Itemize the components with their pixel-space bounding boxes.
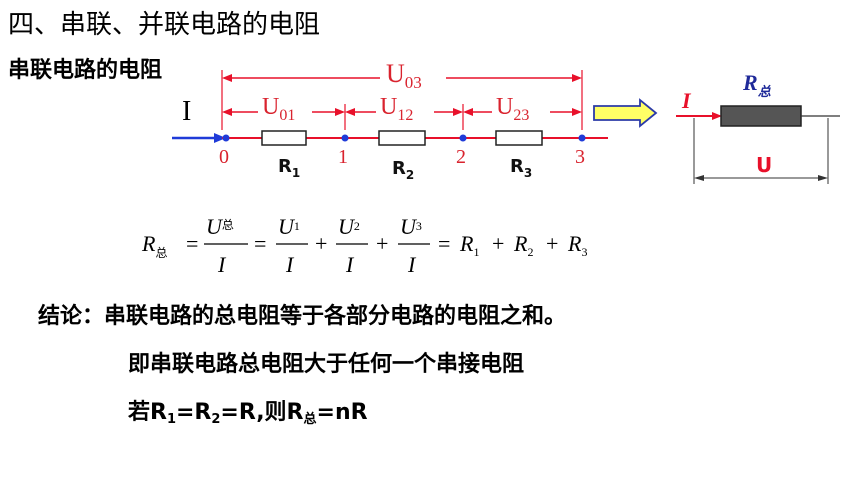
equivalent-voltage-label: U xyxy=(756,153,772,177)
line3-sub2: 2 xyxy=(211,412,221,427)
equivalent-current-arrowhead xyxy=(712,112,722,120)
resistor-1 xyxy=(261,130,307,146)
node-label-1: 1 xyxy=(338,146,348,168)
sum-r2: R2 xyxy=(513,231,533,259)
node-label-2: 2 xyxy=(456,146,466,168)
line3-suffix: =nR xyxy=(316,400,368,425)
frac3-num: U2 xyxy=(338,214,360,239)
conclusion-line-3: 若R1=R2=R,则R总=nR xyxy=(128,394,368,427)
formula-equals-3: = xyxy=(438,231,450,256)
frac2-den: I xyxy=(285,252,295,277)
node-3 xyxy=(578,134,586,142)
formula-lhs: R总 xyxy=(141,231,167,260)
conclusion-line-1: 结论：串联电路的总电阻等于各部分电路的电阻之和。 xyxy=(38,304,567,329)
formula-equals-1: = xyxy=(186,231,198,256)
u01-label: U01 xyxy=(262,94,295,124)
formula-plus-3: + xyxy=(492,231,504,256)
resistor-3 xyxy=(495,130,543,146)
formula-plus-4: + xyxy=(546,231,558,256)
frac4-den: I xyxy=(407,252,417,277)
conclusion-line-2: 即串联电路总电阻大于任何一个串接电阻 xyxy=(128,352,525,377)
equivalence-arrow xyxy=(593,98,658,128)
resistor-2 xyxy=(378,130,426,146)
node-1 xyxy=(341,134,349,142)
formula-plus-1: + xyxy=(315,231,327,256)
line3-prefix: 若R xyxy=(128,400,167,425)
node-2 xyxy=(459,134,467,142)
line3-sub1: 1 xyxy=(166,412,176,427)
equivalent-current-label: I xyxy=(681,88,692,113)
formula-plus-2: + xyxy=(376,231,388,256)
subtitle: 串联电路的电阻 xyxy=(8,58,163,83)
resistance-formula: R总 = U总 I = U1 I + U2 I + U3 I = R1 + R2… xyxy=(141,214,587,277)
u01-arrow-right xyxy=(335,108,345,116)
u03-label: U03 xyxy=(386,59,422,92)
section-title: 四、串联、并联电路的电阻 xyxy=(8,10,321,40)
line3-mid1: =R xyxy=(176,400,212,425)
formula-equals-2: = xyxy=(254,231,266,256)
equivalent-resistor xyxy=(720,105,802,127)
resistor-label-2: R2 xyxy=(392,158,414,182)
u23-label-bg xyxy=(492,96,550,122)
frac1-den: I xyxy=(217,252,227,277)
node-0 xyxy=(222,134,230,142)
frac4-num: U3 xyxy=(400,214,422,239)
frac1-num: U总 xyxy=(206,214,234,239)
sum-r1: R1 xyxy=(459,231,479,259)
u23-label: U23 xyxy=(496,94,529,124)
current-label: I xyxy=(182,96,191,127)
u23-arrow-left xyxy=(463,108,473,116)
equivalent-voltage-arrow-left xyxy=(694,175,704,181)
node-label-3: 3 xyxy=(575,146,585,168)
current-arrowhead xyxy=(214,133,226,143)
equivalent-voltage-arrow-right xyxy=(818,175,828,181)
u23-arrow-right xyxy=(572,108,582,116)
u03-label-bg xyxy=(380,62,446,90)
resistor-label-3: R3 xyxy=(510,156,532,180)
u12-label: U12 xyxy=(380,94,413,124)
u12-arrow-left xyxy=(345,108,355,116)
voltage-markers xyxy=(221,70,583,130)
frac2-num: U1 xyxy=(278,214,300,239)
frac3-den: I xyxy=(345,252,355,277)
line3-sub3: 总 xyxy=(303,412,317,427)
line3-mid2: =R,则R xyxy=(220,400,304,425)
u12-label-bg xyxy=(376,96,434,122)
sum-r3: R3 xyxy=(567,231,587,259)
resistor-label-1: R1 xyxy=(278,156,300,180)
u01-label-bg xyxy=(258,96,312,122)
u03-arrow-left xyxy=(222,74,232,82)
u01-arrow-left xyxy=(222,108,232,116)
u03-arrow-right xyxy=(572,74,582,82)
u12-arrow-right xyxy=(453,108,463,116)
equivalent-resistor-label: R总 xyxy=(742,70,772,99)
node-label-0: 0 xyxy=(219,146,229,168)
